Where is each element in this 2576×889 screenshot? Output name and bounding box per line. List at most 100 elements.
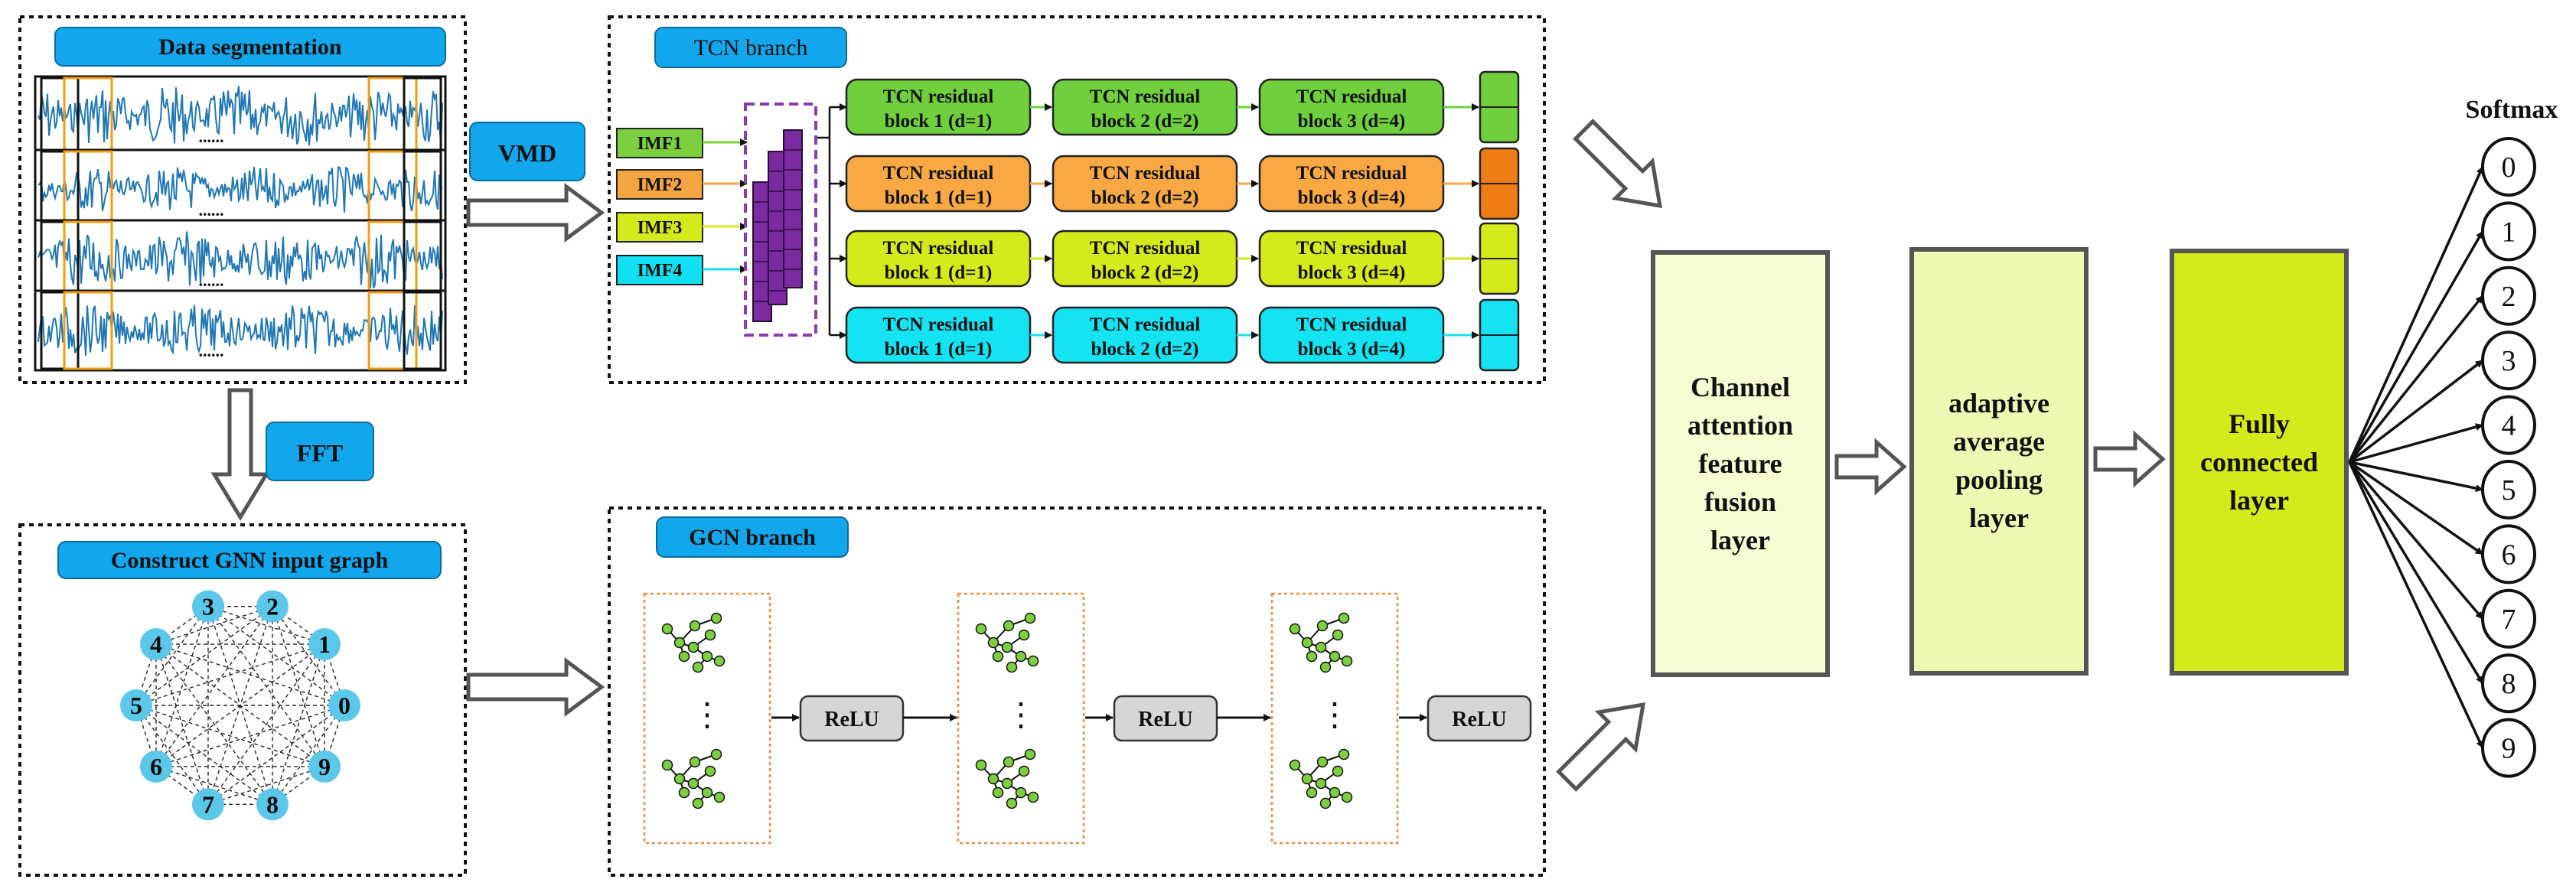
fusion-to-pooling-arrow <box>1834 438 1907 496</box>
fusion-box <box>1651 250 1830 677</box>
softmax-node <box>2481 460 2536 519</box>
graph-edge <box>155 606 209 767</box>
graph-node-label: 0 <box>338 692 351 719</box>
signal-row: ...... <box>34 289 447 372</box>
graph-edge <box>207 606 345 706</box>
gcn-layer-group <box>1270 592 1399 845</box>
graph-tree-icon <box>661 612 726 673</box>
tree-node <box>692 797 704 809</box>
graph-node-label: 8 <box>266 790 279 818</box>
tcn-block-label: block 3 (d=4) <box>1298 262 1406 283</box>
tree-node <box>1018 765 1030 777</box>
graph-node <box>328 689 360 721</box>
tree-node <box>1329 786 1341 799</box>
tcn-block-label: block 3 (d=4) <box>1298 339 1406 360</box>
tree-node <box>673 637 686 649</box>
tree-node <box>1332 629 1344 641</box>
graph-edge <box>155 643 325 767</box>
tree-node <box>1341 655 1353 667</box>
graph-edge <box>207 606 325 767</box>
imf-label: IMF4 <box>637 261 683 281</box>
tree-node <box>661 759 673 771</box>
graph-node <box>256 788 289 821</box>
graph-node-label: 3 <box>202 593 214 620</box>
softmax-node-label: 0 <box>2502 151 2516 184</box>
tree-node <box>975 759 987 771</box>
tree-node <box>1316 756 1329 768</box>
layer-label-line: feature <box>1698 448 1782 479</box>
fft-box <box>266 422 374 481</box>
tcn-to-fusion-arrow <box>1573 119 1663 209</box>
fc-box <box>2170 249 2349 676</box>
graph-tree-icon <box>975 748 1039 809</box>
tree-node <box>1006 661 1018 673</box>
data-segmentation-panel: Data segmentation ......................… <box>18 15 467 384</box>
signal-waveform <box>37 304 443 357</box>
tree-node <box>1015 786 1027 799</box>
tcn-block-label: TCN residual <box>1296 314 1407 335</box>
tree-node <box>701 650 713 663</box>
vmd-box <box>469 122 585 181</box>
graph-node <box>120 689 152 721</box>
softmax-node <box>2481 524 2536 585</box>
softmax-node <box>2481 331 2536 391</box>
tree-node <box>1003 620 1015 632</box>
layer-label-line: Channel <box>1691 372 1790 402</box>
layer-label-line: adaptive <box>1948 388 2049 418</box>
conv-stack-body <box>783 129 803 288</box>
tcn-block-label: TCN residual <box>1296 238 1407 259</box>
softmax-node <box>2481 588 2536 649</box>
layer-label-line: fusion <box>1704 487 1776 517</box>
layer-label-line: Fully <box>2229 409 2290 439</box>
imf-box <box>616 128 703 158</box>
graph-edges <box>135 605 345 806</box>
softmax-edge <box>2348 166 2484 463</box>
graph-node-label: 6 <box>150 753 162 780</box>
relu-label: ReLU <box>1452 708 1507 731</box>
gcn-title-box <box>656 516 849 558</box>
layer-label-line: attention <box>1687 410 1793 441</box>
layer-label-line: layer <box>1969 503 2029 533</box>
tcn-block-label: TCN residual <box>1296 163 1407 184</box>
softmax-node-label: 6 <box>2502 539 2516 571</box>
tree-node <box>1003 756 1015 768</box>
graph-node-label: 9 <box>318 753 331 780</box>
tree-node <box>1015 650 1027 663</box>
tree-node <box>992 650 1004 663</box>
graph-node-label: 2 <box>266 593 279 620</box>
window-box <box>403 291 442 370</box>
conv-group-box <box>744 103 817 337</box>
tree-node <box>1341 791 1353 803</box>
graph-node <box>256 590 289 623</box>
gcn-border <box>608 506 1546 877</box>
tree-node <box>987 773 999 785</box>
softmax-node-label: 3 <box>2502 345 2516 377</box>
tree-node <box>1316 620 1329 632</box>
tree-node <box>1289 759 1301 771</box>
vmd-arrow <box>466 183 605 243</box>
signal-row: ...... <box>34 75 447 158</box>
graph-node-label: 1 <box>318 630 331 658</box>
tcn-block-label: block 1 (d=1) <box>885 111 993 132</box>
graph-edge <box>207 705 345 805</box>
softmax-node <box>2481 653 2536 714</box>
imf-box <box>616 255 703 285</box>
tree-node <box>1332 765 1344 777</box>
graph-node <box>191 788 224 821</box>
softmax-edge <box>2348 461 2484 685</box>
softmax-edge <box>2349 461 2483 493</box>
tree-node <box>1329 650 1341 663</box>
tree-node <box>975 623 987 635</box>
graph-node-label: 7 <box>202 790 214 818</box>
conv-stack <box>783 129 803 288</box>
graph-node-label: 5 <box>130 692 142 719</box>
tree-node <box>713 655 726 667</box>
softmax-node <box>2481 201 2536 262</box>
tree-node <box>1289 623 1301 635</box>
